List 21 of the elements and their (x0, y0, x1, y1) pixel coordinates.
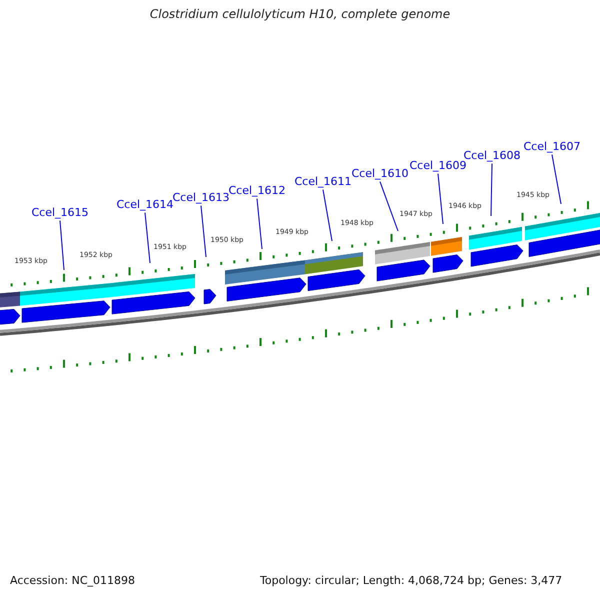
gene-label: Ccel_1607 (523, 141, 581, 154)
leader-line (438, 173, 444, 224)
gene-label: Ccel_1615 (31, 207, 89, 220)
accession-text: Accession: NC_011898 (10, 575, 136, 588)
leader-line (200, 205, 206, 258)
gene-label: Ccel_1609 (409, 160, 467, 173)
gene-label: Ccel_1610 (351, 168, 409, 181)
leader-line (256, 198, 262, 250)
genome-info-text: Topology: circular; Length: 4,068,724 bp; Genes: 3,477 (260, 575, 562, 588)
title: Clostridium cellulolyticum H10, complete genome (148, 8, 452, 22)
gene-label: Ccel_1614 (116, 199, 174, 212)
leader-line (552, 154, 562, 204)
leader-line (322, 189, 332, 242)
gene-label: Ccel_1611 (294, 176, 352, 189)
leader-line (60, 220, 64, 270)
gene-label: Ccel_1608 (463, 150, 521, 163)
leader-line (144, 212, 150, 264)
gene-label: Ccel_1612 (228, 185, 286, 198)
gene-label: Ccel_1613 (172, 192, 230, 205)
leader-line (490, 163, 492, 216)
leader-line (380, 181, 398, 232)
